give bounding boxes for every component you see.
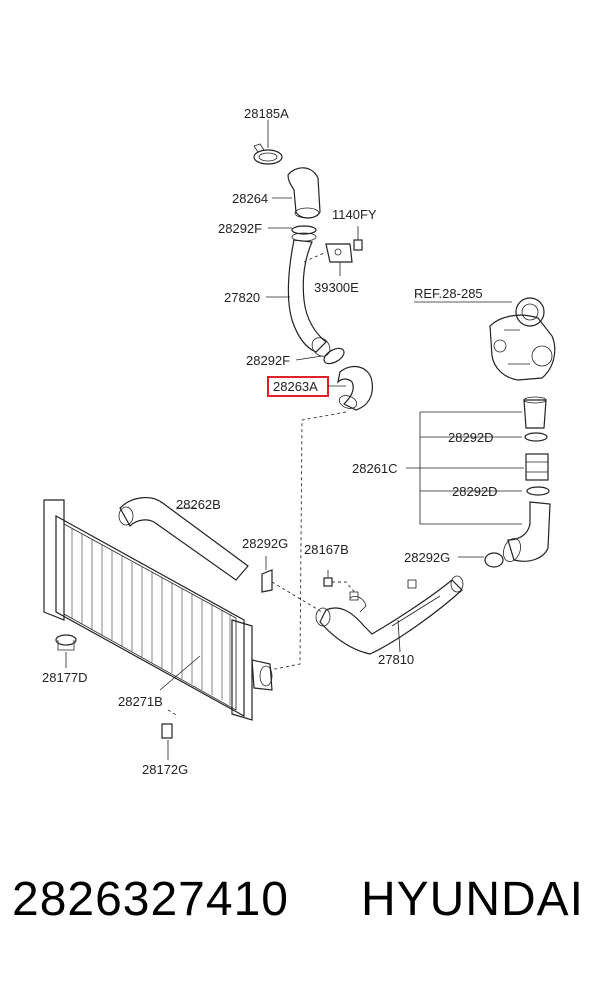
- hose-clamp-28185a: [253, 143, 283, 165]
- mount-28177d: [55, 634, 77, 651]
- bolt-1140fy: [353, 226, 363, 251]
- clamp-28292g-left: [261, 569, 273, 593]
- footer: 2826327410 HYUNDAI: [0, 872, 600, 952]
- label-27820: 27820: [224, 290, 260, 305]
- brand-name: HYUNDAI: [360, 873, 584, 926]
- part-number: 2826327410: [12, 873, 289, 926]
- label-28185a: 28185A: [244, 106, 289, 121]
- clamp-28292f-top: [291, 225, 317, 242]
- pipe-outlet: [523, 396, 547, 429]
- hose-28262b: [118, 497, 249, 581]
- label-1140fy: 1140FY: [332, 207, 377, 222]
- hose-28263a: [337, 365, 373, 411]
- label-27810: 27810: [378, 652, 414, 667]
- label-28292g-right: 28292G: [404, 550, 450, 565]
- label-28292f-top: 28292F: [218, 221, 262, 236]
- label-28261c: 28261C: [352, 461, 398, 476]
- nut-28172g: [161, 709, 179, 739]
- label-28292g-left: 28292G: [242, 536, 288, 551]
- label-28167b: 28167B: [304, 542, 349, 557]
- bolt-28167b: [323, 570, 357, 595]
- label-28292d-bot: 28292D: [452, 484, 498, 499]
- label-28262b: 28262B: [176, 497, 221, 512]
- turbocharger: [489, 297, 556, 381]
- clamp-28292f-mid: [323, 347, 345, 365]
- label-28264: 28264: [232, 191, 268, 206]
- hose-27820: [287, 239, 331, 357]
- highlight-box-28263a: [267, 376, 329, 397]
- hose-lower-right: [503, 501, 551, 563]
- label-39300e: 39300E: [314, 280, 359, 295]
- clamp-28292d-top: [524, 432, 548, 442]
- label-28292f-mid: 28292F: [246, 353, 290, 368]
- intercooler-28271b: [43, 499, 273, 721]
- label-28177d: 28177D: [42, 670, 88, 685]
- label-28271b: 28271B: [118, 694, 163, 709]
- bracket-39300e: [303, 243, 353, 276]
- hose-elbow-28264: [287, 167, 321, 219]
- label-ref-28-285: REF.28-285: [414, 286, 483, 301]
- clamp-28292g-right: [484, 552, 504, 568]
- clamp-28292d-bot: [526, 486, 550, 496]
- label-28292d-top: 28292D: [448, 430, 494, 445]
- label-28263a: 28263A: [273, 379, 318, 394]
- connector-28261c: [525, 453, 549, 481]
- pipe-27810: [315, 575, 464, 655]
- label-28172g: 28172G: [142, 762, 188, 777]
